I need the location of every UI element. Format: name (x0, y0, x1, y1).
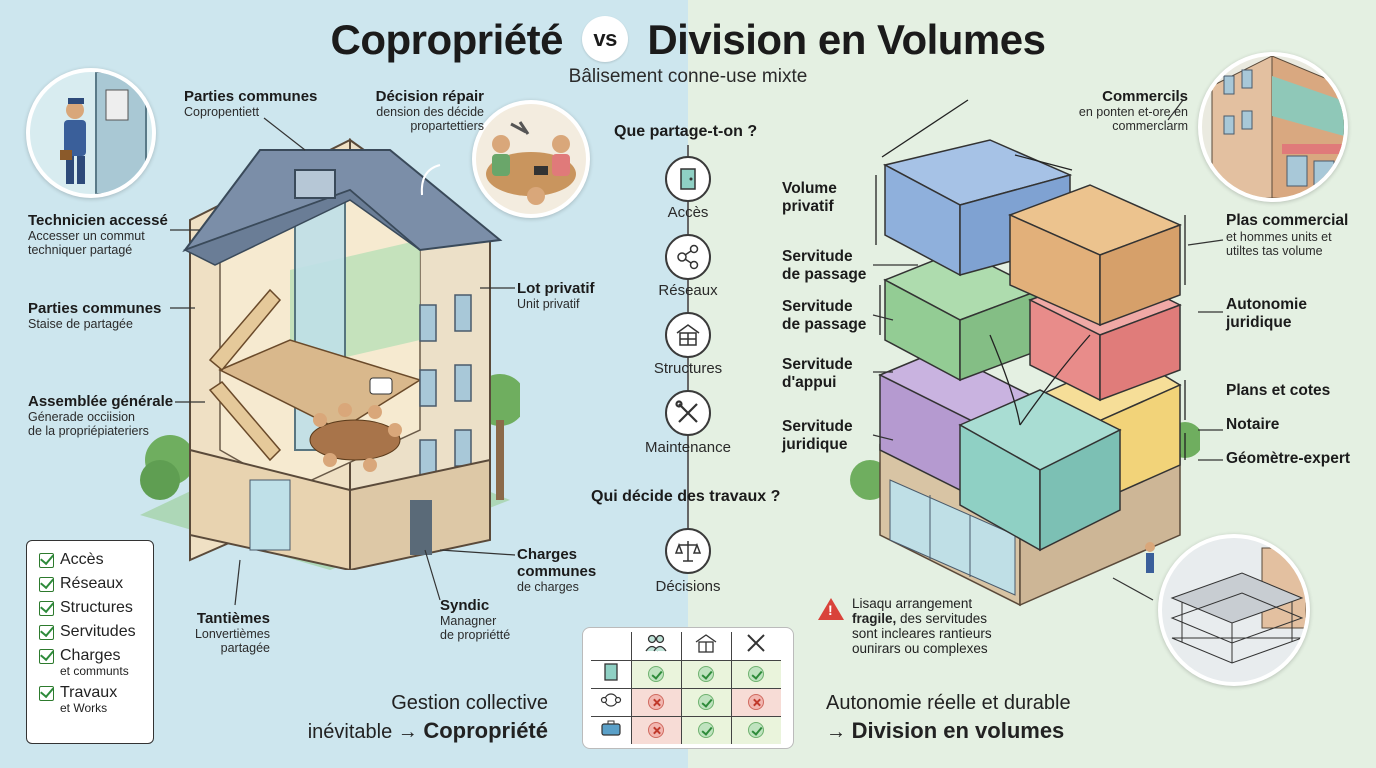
matrix-cell (680, 715, 732, 744)
label-lot-privatif: Lot privatif Unit privatif (517, 280, 595, 311)
commercial-building-illustration (1198, 52, 1348, 202)
tools-icon (665, 390, 711, 436)
meeting-illustration (472, 100, 590, 218)
fragility-warning: ! Lisaqu arrangement fragile, des servit… (818, 596, 992, 656)
volumes-stack-illustration (850, 99, 1200, 607)
question-who-decides: Qui décide des travaux ? (591, 488, 781, 505)
matrix-cell (630, 659, 682, 689)
matrix-cell (680, 659, 732, 689)
left-leader-lines (170, 117, 516, 606)
checklist-item-servitudes: Servitudes (39, 623, 153, 641)
right-leader-lines (872, 99, 1224, 601)
comparison-matrix (582, 627, 794, 749)
icon-label-structures: Structures (653, 360, 723, 377)
vs-badge: vs (582, 15, 629, 62)
check-icon (39, 649, 54, 664)
label-parties-communes-mid: Parties communes Staise de partagée (28, 300, 162, 331)
checklist-item-acces: Accès (39, 551, 153, 569)
checklist-item-reseaux: Réseaux (39, 575, 153, 593)
matrix-cell (630, 715, 682, 744)
icon-label-acces: Accès (667, 204, 709, 221)
page-title: Copropriété vs Division en Volumes (0, 15, 1376, 66)
label-decision-repair: Décision répair dension des décide propa… (375, 88, 484, 133)
label-charges-communes: Charges communes de charges (517, 546, 597, 594)
label-servitude-passage-1: Servitude de passage (782, 248, 867, 283)
label-assemblee: Assemblée générale Génerade occiision de… (28, 393, 174, 438)
label-servitude-appui: Servitude d'appui (782, 356, 853, 391)
label-autonomie-juridique: Autonomie juridique (1226, 296, 1307, 331)
label-syndic: Syndic Managner de propriétté (440, 597, 511, 642)
conclusion-copropriete: Gestion collective inévitable → Copropri… (307, 692, 548, 743)
warning-icon: ! (818, 598, 844, 620)
icon-label-decisions: Décisions (655, 578, 721, 595)
label-servitude-passage-2: Servitude de passage (782, 298, 867, 333)
people-icon (630, 632, 682, 661)
question-what-is-shared: Que partage-t-on ? (614, 123, 758, 140)
matrix-cell (630, 687, 682, 717)
icon-label-maintenance: Maintenance (645, 439, 731, 456)
page-subtitle: Bâlisement conne-use mixte (568, 66, 808, 87)
tools-icon (730, 632, 781, 661)
matrix-cell (730, 715, 781, 744)
label-plans-cotes: Plans et cotes (1226, 382, 1331, 399)
door-icon (665, 156, 711, 202)
label-commercils: Commercils en ponten et-ore en commercla… (1078, 88, 1188, 133)
label-technicien: Technicien accessé Accesser un commut te… (28, 212, 168, 257)
check-icon (39, 686, 54, 701)
briefcase-icon (591, 715, 632, 744)
matrix-cell (730, 659, 781, 689)
check-icon (39, 625, 54, 640)
title-right: Division en Volumes (647, 16, 1046, 63)
network-icon (591, 687, 632, 717)
check-icon (39, 601, 54, 616)
label-geometre-expert: Géomètre-expert (1226, 450, 1351, 467)
title-left: Copropriété (330, 16, 563, 63)
parking-structure-illustration (1158, 534, 1310, 686)
network-icon (665, 234, 711, 280)
label-plas-commercial: Plas commercial et hommes units et utilt… (1226, 212, 1349, 258)
label-volume-privatif: Volume privatif (782, 180, 837, 215)
criteria-checklist: Accès Réseaux Structures Servitudes Char… (26, 540, 154, 744)
copropriete-building-illustration (140, 138, 520, 570)
label-parties-communes-top: Parties communes Copropentiett (184, 88, 318, 119)
label-notaire: Notaire (1226, 416, 1280, 433)
conclusion-volumes: Autonomie réelle et durable → Division e… (826, 692, 1071, 743)
checklist-item-structures: Structures (39, 599, 153, 617)
matrix-cell (680, 687, 732, 717)
structure-icon (665, 312, 711, 358)
scales-icon (665, 528, 711, 574)
check-icon (39, 553, 54, 568)
check-icon (39, 577, 54, 592)
icon-label-reseaux: Réseaux (658, 282, 718, 299)
door-icon (591, 659, 632, 689)
label-servitude-juridique: Servitude juridique (782, 418, 853, 453)
label-tantiemes: Tantièmes Lonvertièmes partagée (194, 610, 270, 655)
technician-illustration (26, 68, 156, 198)
matrix-cell (730, 687, 781, 717)
